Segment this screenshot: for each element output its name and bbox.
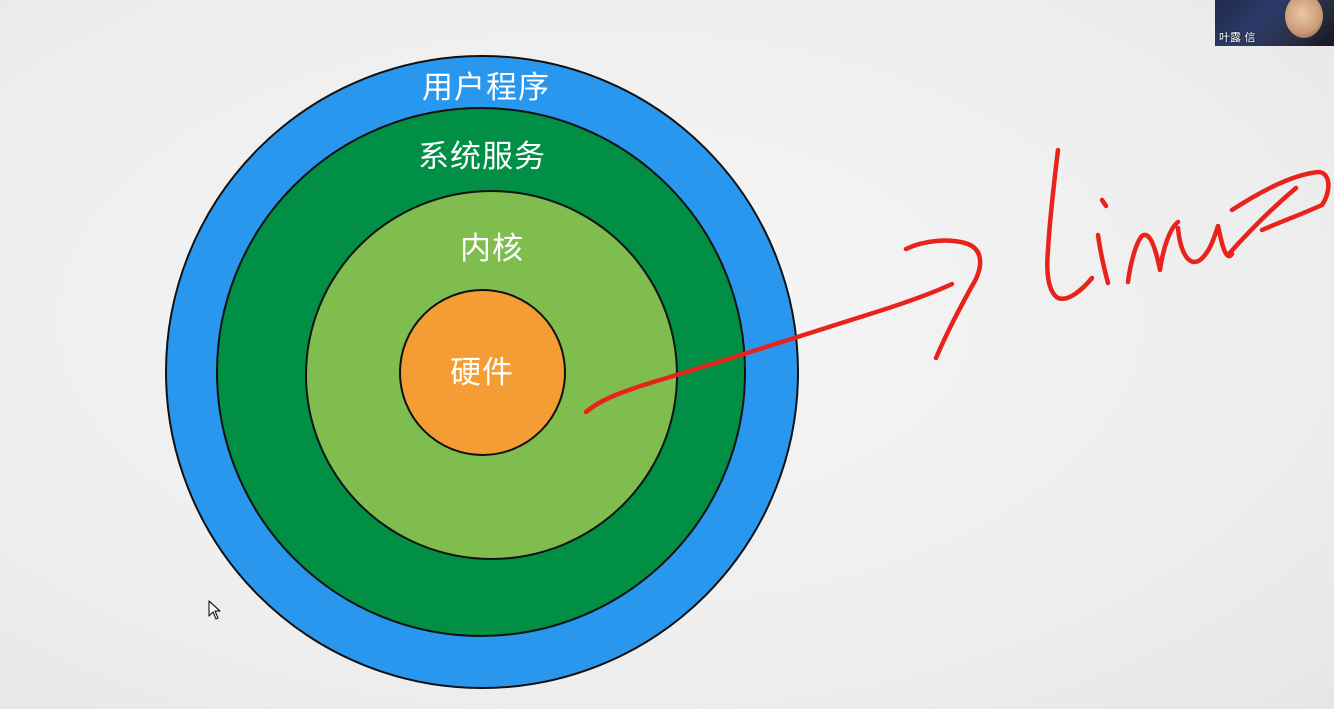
participant-avatar (1285, 0, 1323, 38)
participant-video-tile[interactable]: 叶露 信 (1215, 0, 1334, 46)
layer-hardware (399, 289, 566, 456)
annotation-arrow-head (903, 238, 983, 361)
participant-name: 叶露 信 (1219, 31, 1256, 44)
layer-label-hardware: 硬件 (450, 355, 514, 391)
mouse-pointer-icon (208, 600, 221, 620)
layer-label-system-services: 系统服务 (418, 139, 546, 175)
layer-label-kernel: 内核 (460, 231, 524, 267)
layer-label-user-programs: 用户程序 (422, 70, 550, 106)
handwritten-linux-text (1045, 147, 1331, 302)
